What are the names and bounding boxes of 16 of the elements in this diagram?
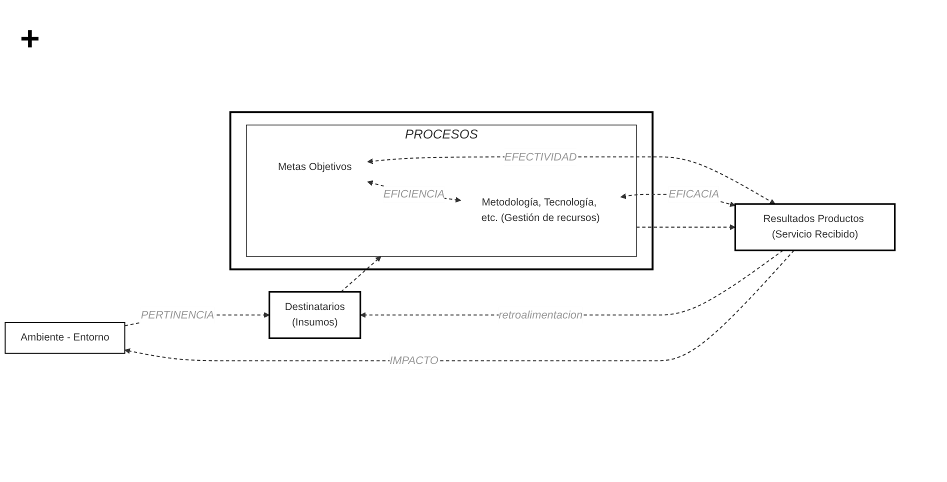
- node-box: Ambiente - Entorno: [4, 322, 126, 354]
- edge-label: retroalimentacion: [498, 309, 583, 322]
- arrow: [340, 256, 382, 293]
- edge-label: EFICACIA: [668, 188, 720, 201]
- edge-label: IMPACTO: [390, 354, 438, 368]
- edge-label: EFICIENCIA: [383, 188, 445, 201]
- plus-sign: +: [20, 20, 40, 59]
- arrow: [367, 156, 776, 205]
- node-text: Metas Objetivos: [278, 162, 352, 174]
- node-text: Metodología, Tecnología, etc. (Gestión de recursos): [481, 198, 600, 224]
- edge-label: PERTINENCIA: [140, 309, 214, 322]
- cluster: [229, 112, 654, 271]
- node-box: Destinatarios (Insumos): [268, 292, 362, 340]
- arrow: [636, 224, 736, 230]
- edge-label: EFECTIVIDAD: [504, 151, 577, 164]
- node-box: Resultados Productos (Servicio Recibido): [734, 204, 896, 252]
